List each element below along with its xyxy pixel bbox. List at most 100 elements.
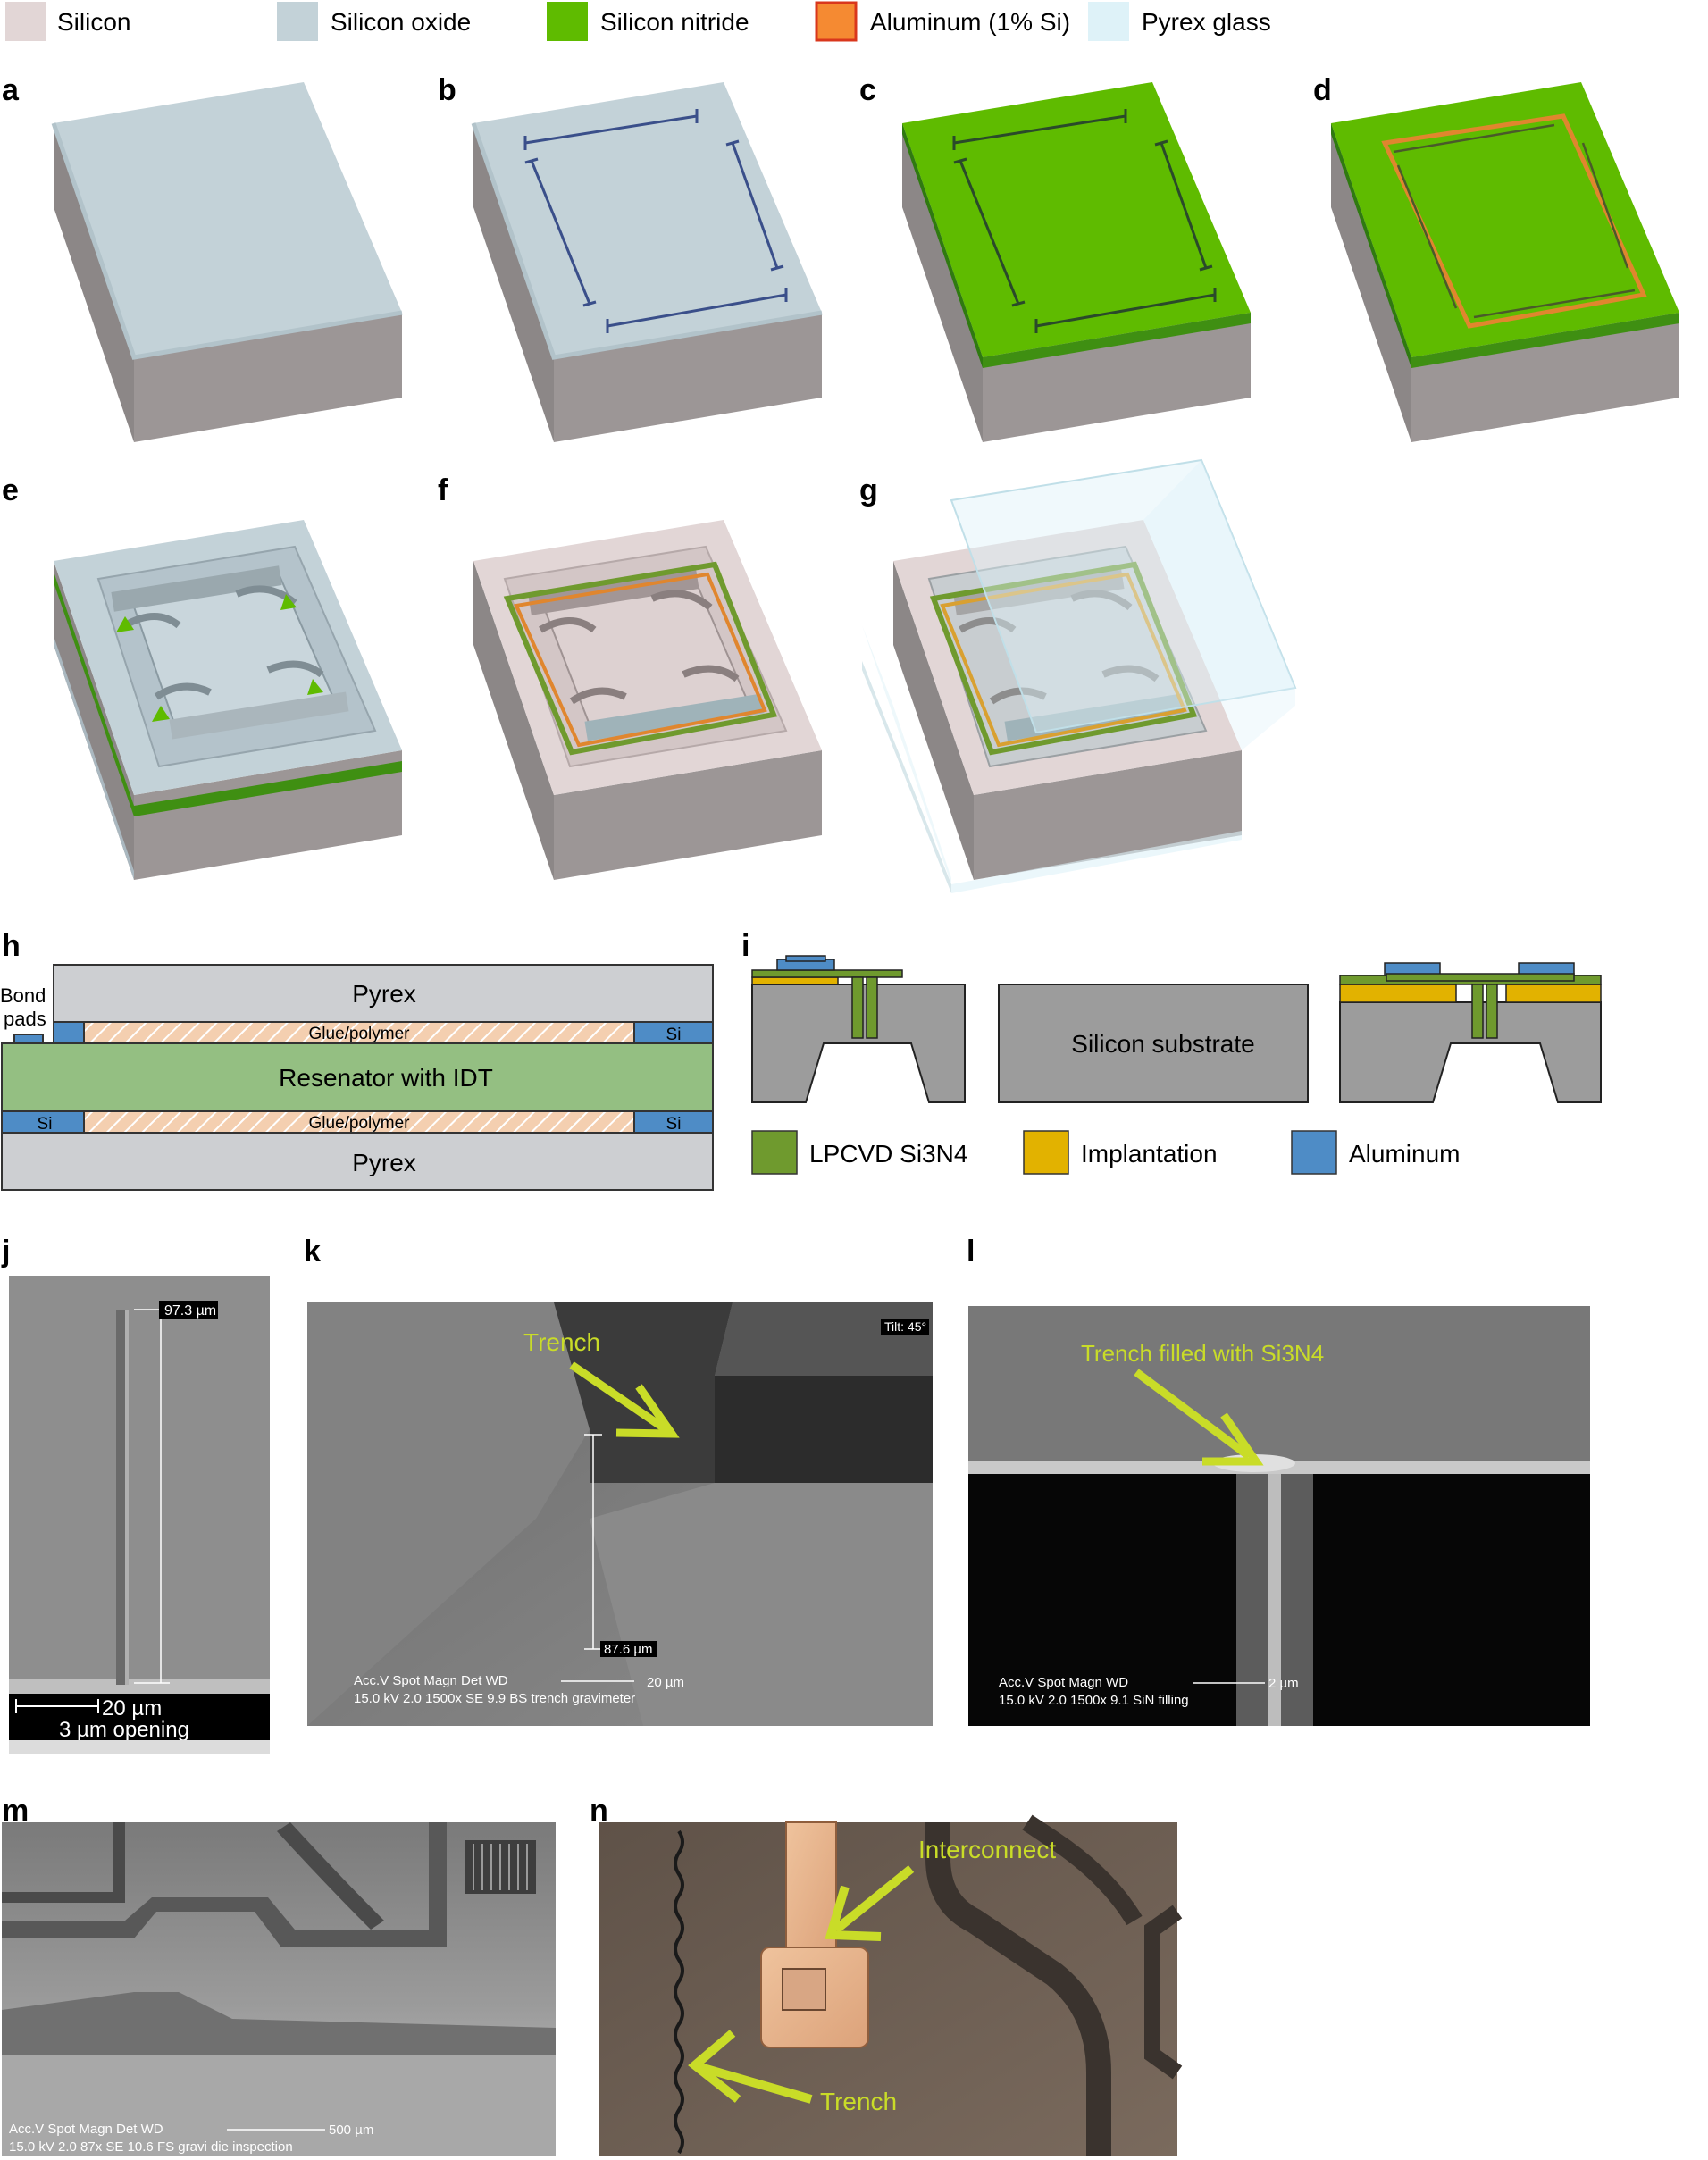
- panel-k-tilt-label: Tilt: 45°: [884, 1319, 926, 1334]
- block-b-left-face: [473, 123, 554, 442]
- block-a: [51, 82, 403, 442]
- block-g-comb-bottom: [1004, 693, 1185, 741]
- panel-i-left-al-top: [785, 955, 826, 962]
- panel-i-legend-swatch-lpcvd: [751, 1130, 798, 1175]
- panel-m-comb-teeth: [473, 1844, 528, 1890]
- block-f-left-face: [473, 561, 554, 880]
- panel-label-a: a: [2, 73, 20, 107]
- panel-n-trench-arrow-shaft: [699, 2063, 813, 2104]
- panel-k-info-line1: Acc.V Spot Magn Det WD: [354, 1673, 508, 1688]
- panel-h-bond-pad: [13, 1034, 44, 1044]
- block-g-interconnect-frame: [929, 561, 1198, 756]
- panel-i-legend-swatch-implant: [1023, 1130, 1069, 1175]
- block-f-springs: [539, 590, 740, 705]
- panel-h-si-top-left: [53, 1021, 85, 1044]
- panel-h-resonator-label: Resenator with IDT: [279, 1064, 493, 1092]
- legend-label-pyrex: Pyrex glass: [1142, 8, 1271, 36]
- block-d-top-face: [1331, 82, 1679, 357]
- block-a-front-face: [134, 313, 402, 442]
- panel-k-left-plateau: [307, 1302, 590, 1726]
- panel-label-n: n: [590, 1794, 608, 1828]
- panel-m-lower-plate: [2, 1992, 556, 2055]
- panel-h-pyrex-bottom-label: Pyrex: [352, 1149, 416, 1176]
- panel-i-left-trench-1: [851, 976, 864, 1039]
- panel-n-interconnect-label: Interconnect: [918, 1836, 1056, 1863]
- panel-j-opening-label: 3 µm opening: [59, 1718, 189, 1742]
- panel-j-height-label: 97.3 µm: [164, 1303, 216, 1319]
- block-a-top-face: [54, 82, 402, 357]
- block-d-nitride-edge-left: [1331, 123, 1411, 368]
- block-b-front-face: [554, 313, 822, 442]
- block-b-trench-pattern: [523, 109, 788, 333]
- panel-k-trench-arrow-shaft: [569, 1361, 668, 1433]
- block-c: [902, 82, 1251, 442]
- block-d-aluminum-frame: [1381, 113, 1647, 329]
- panel-label-b: b: [438, 73, 456, 107]
- legend-label-silicon: Silicon: [57, 8, 130, 36]
- block-f: [473, 520, 822, 880]
- block-e-oxide-bottom-left: [54, 636, 134, 880]
- block-g-springs: [959, 590, 1160, 705]
- panel-i-right-substrate: [1339, 1001, 1602, 1103]
- block-d-left-face: [1331, 123, 1411, 442]
- panel-h-glue-top-label: Glue/polymer: [309, 1025, 411, 1043]
- block-b: [471, 82, 823, 442]
- panel-l-arrow-head: [1202, 1412, 1264, 1466]
- panel-n: Interconnect Trench: [599, 1814, 1183, 2156]
- panel-j-scale-label: 20 µm: [102, 1696, 162, 1720]
- panel-n-dark-trace-1: [925, 1822, 1111, 2156]
- panel-k-right-top: [715, 1302, 933, 1376]
- panel-h-bond-pads-label-line1: Bond: [0, 984, 46, 1007]
- panel-l-annotation: Trench filled with Si3N4: [1081, 1340, 1324, 1367]
- block-f-interconnect-frame: [503, 561, 778, 756]
- block-g-pyrex-cap: [862, 458, 1297, 893]
- block-f-comb-bottom: [584, 693, 765, 741]
- panel-i-right-trench-1: [1471, 984, 1484, 1039]
- panel-l-left-void: [968, 1474, 1236, 1726]
- block-g-pyrex-top: [950, 458, 1297, 734]
- legend-top: Silicon Silicon oxide Silicon nitride Al…: [5, 1, 1271, 42]
- panel-i-left-nitride: [751, 969, 903, 978]
- panel-h-bond-pads-label-line2: pads: [4, 1008, 46, 1030]
- panel-label-j: j: [1, 1235, 10, 1268]
- panel-h-resonator: [1, 1042, 714, 1112]
- legend-swatch-aluminum: [815, 1, 858, 42]
- block-e-comb-top: [111, 565, 282, 612]
- panel-k-tilt-bg: [881, 1319, 929, 1335]
- panel-j-trench-wall-highlight: [125, 1310, 129, 1685]
- legend-label-aluminum: Aluminum (1% Si): [870, 8, 1070, 36]
- panel-k-right-lower: [590, 1483, 933, 1726]
- panel-l: Trench filled with Si3N4 Acc.V Spot Magn…: [968, 1306, 1590, 1726]
- panel-i-left-substrate: [751, 984, 966, 1103]
- panel-m-info-line2: 15.0 kV 2.0 87x SE 10.6 FS gravi die ins…: [9, 2139, 293, 2155]
- legend-label-silicon-oxide: Silicon oxide: [331, 8, 471, 36]
- panel-j-sem-base: [9, 1679, 270, 1694]
- panel-i-substrate-label: Silicon substrate: [1071, 1030, 1254, 1058]
- block-e-comb-bottom: [169, 691, 349, 740]
- panel-h-si-top-right: [633, 1021, 714, 1044]
- panel-m-left-arm: [2, 1822, 125, 1903]
- legend-swatch-silicon: [5, 2, 46, 41]
- panel-n-interconnect-arrow-shaft: [833, 1865, 915, 1933]
- legend-swatch-silicon-oxide: [277, 2, 318, 41]
- legend-swatch-pyrex: [1088, 2, 1129, 41]
- panel-i-left-implant: [751, 976, 839, 985]
- panel-i: Silicon substrate LPCVD Si3N4 Implantati…: [751, 955, 1602, 1175]
- block-e-nitride-band-left: [54, 572, 134, 816]
- block-g-pyrex-left: [862, 625, 951, 884]
- panel-label-g: g: [859, 473, 878, 507]
- panel-l-trench-core: [1268, 1474, 1281, 1726]
- panel-m-right-arm: [277, 1822, 384, 1930]
- legend-label-silicon-nitride: Silicon nitride: [600, 8, 749, 36]
- legend-swatch-silicon-nitride: [547, 2, 588, 41]
- panel-l-scale-label: 2 µm: [1268, 1676, 1299, 1691]
- panel-k-info-line2: 15.0 kV 2.0 1500x SE 9.9 BS trench gravi…: [354, 1691, 635, 1706]
- panel-h: Pyrex Glue/polymer Si Bond pads Resenato…: [0, 964, 714, 1191]
- panel-label-h: h: [2, 929, 21, 963]
- block-f-comb-top: [528, 569, 699, 615]
- block-d-trench-pattern: [1393, 123, 1636, 319]
- panel-n-wavy-trench: [674, 1829, 684, 2155]
- block-b-top-edge: [471, 122, 823, 360]
- panel-j-reflection: [9, 1740, 270, 1754]
- panel-i-right-implant-left: [1339, 984, 1457, 1003]
